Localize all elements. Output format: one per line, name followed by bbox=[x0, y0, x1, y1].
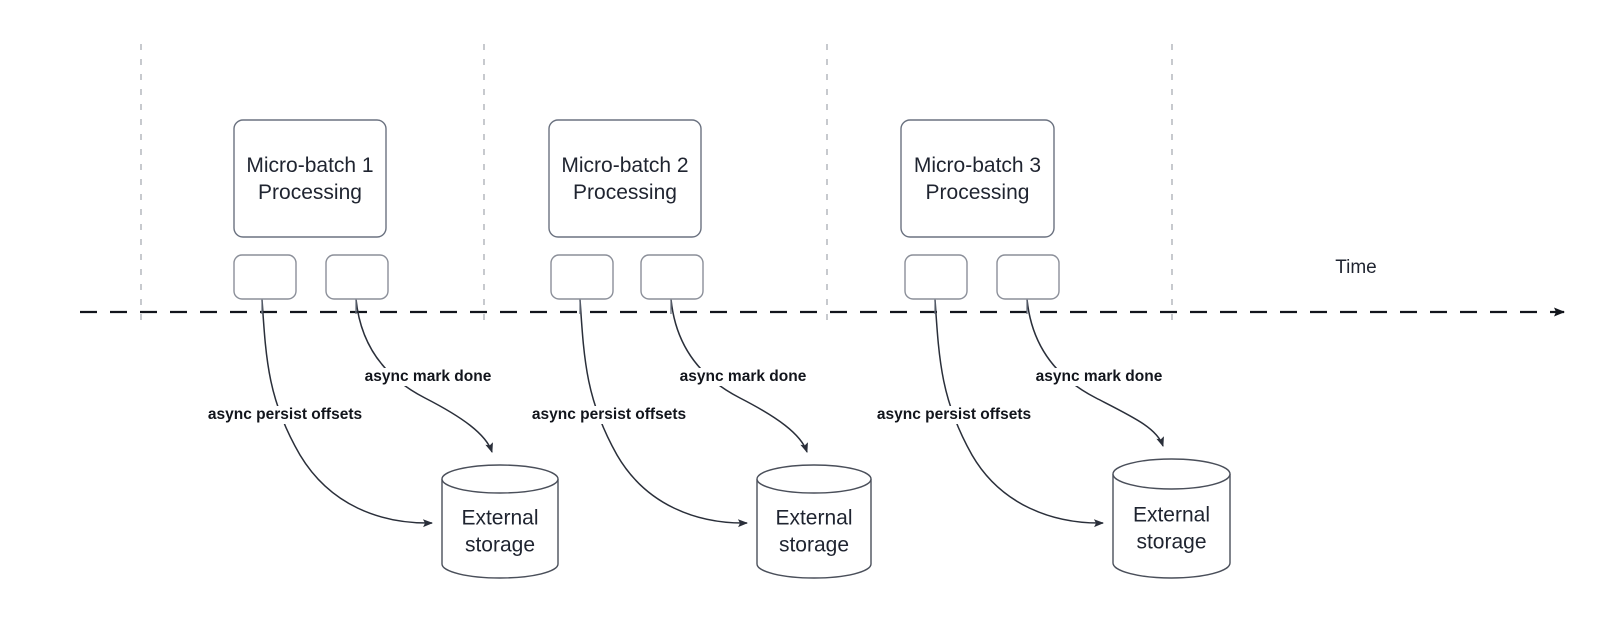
async-mark-done-edge-3-label-backdrop bbox=[1036, 368, 1162, 386]
micro-batch-3-task-b[interactable] bbox=[996, 254, 1060, 300]
external-storage-1-top bbox=[441, 464, 559, 494]
time-axis-group: Time bbox=[80, 257, 1565, 317]
async-persist-offsets-edge-3 bbox=[934, 298, 1104, 528]
async-persist-offsets-edge-3-label-backdrop bbox=[867, 406, 1041, 424]
edge-label-group: async persist offsets async mark done asyn… bbox=[198, 368, 1163, 424]
async-mark-done-edge-3 bbox=[1026, 298, 1164, 447]
external-storage-2-top bbox=[756, 464, 872, 494]
micro-batch-2-box-line2: Processing bbox=[573, 181, 677, 204]
external-storage-1-body[interactable] bbox=[441, 479, 559, 579]
micro-batch-3-task-a[interactable] bbox=[904, 254, 968, 300]
external-storage-1-line1: External bbox=[461, 507, 538, 530]
async-persist-offsets-edge-1-label-backdrop bbox=[198, 406, 372, 424]
micro-batch-3-box-line2: Processing bbox=[926, 181, 1030, 204]
micro-batch-groups: Micro-batch 1ProcessingExternalstorageMi… bbox=[233, 119, 1231, 579]
micro-batch-2-box-line1: Micro-batch 2 bbox=[561, 154, 688, 177]
micro-batch-2-task-b[interactable] bbox=[640, 254, 704, 300]
async-mark-done-edge-2-label-backdrop bbox=[680, 368, 806, 386]
micro-batch-2-task-a[interactable] bbox=[550, 254, 614, 300]
micro-batch-1-box-line1: Micro-batch 1 bbox=[246, 154, 373, 177]
micro-batch-1-task-b[interactable] bbox=[325, 254, 389, 300]
micro-batch-1-box-line2: Processing bbox=[258, 181, 362, 204]
micro-batch-1-box[interactable] bbox=[233, 119, 387, 238]
async-persist-offsets-edge-2 bbox=[579, 298, 748, 528]
external-storage-2-line1: External bbox=[775, 507, 852, 530]
async-mark-done-edge-3-label: async mark done bbox=[1036, 368, 1163, 385]
external-storage-3-line2: storage bbox=[1136, 531, 1206, 554]
tick-divider-group bbox=[140, 44, 1173, 322]
micro-batch-3-box[interactable] bbox=[900, 119, 1055, 238]
external-storage-3-line1: External bbox=[1133, 504, 1210, 527]
async-mark-done-edge-1-label-backdrop bbox=[365, 368, 491, 386]
async-persist-offsets-edge-1 bbox=[261, 298, 433, 528]
external-storage-3-top bbox=[1112, 458, 1231, 490]
micro-batch-1-task-a[interactable] bbox=[233, 254, 297, 300]
external-storage-3-body[interactable] bbox=[1112, 474, 1231, 579]
async-persist-offsets-edge-2-label: async persist offsets bbox=[532, 406, 686, 423]
external-storage-2-line2: storage bbox=[779, 534, 849, 557]
async-mark-done-edge-2-label: async mark done bbox=[680, 368, 807, 385]
external-storage-1-line2: storage bbox=[465, 534, 535, 557]
micro-batch-2-box[interactable] bbox=[548, 119, 702, 238]
micro-batch-3-box-line1: Micro-batch 3 bbox=[914, 154, 1041, 177]
time-axis-label: Time bbox=[1335, 257, 1377, 278]
async-mark-done-edge-2 bbox=[670, 298, 808, 453]
async-persist-offsets-edge-1-label: async persist offsets bbox=[208, 406, 362, 423]
external-storage-2-body[interactable] bbox=[756, 479, 872, 579]
async-mark-done-edge-1 bbox=[355, 298, 493, 453]
async-mark-done-edge-1-label: async mark done bbox=[365, 368, 492, 385]
async-persist-offsets-edge-2-label-backdrop bbox=[522, 406, 696, 424]
async-persist-offsets-edge-3-label: async persist offsets bbox=[877, 406, 1031, 423]
